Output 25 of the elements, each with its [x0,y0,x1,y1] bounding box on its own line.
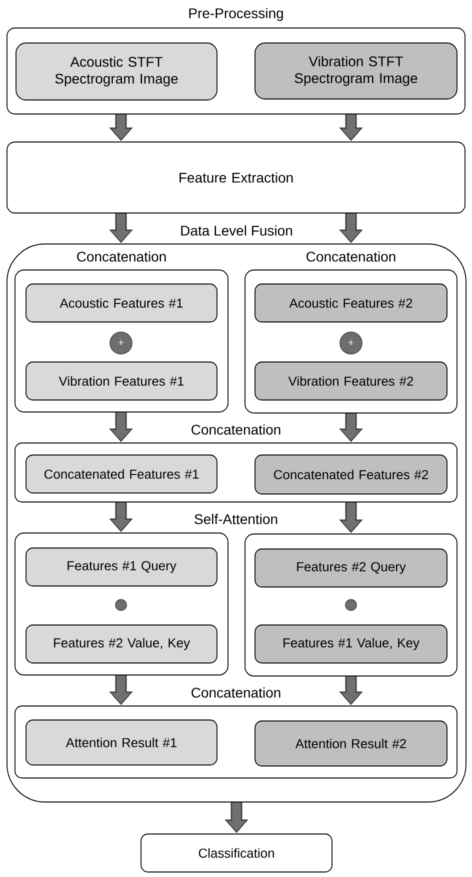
section-heading: Concatenation [192,424,280,435]
process-box: Attention Result #2 [254,720,448,766]
section-heading: Self-Attention [194,514,278,524]
process-box: Features #1 Value, Key [254,624,448,664]
section-heading: Concatenation [192,687,280,698]
section-heading: Data Level Fusion [181,225,292,236]
process-box: Features #2 Value, Key [26,624,218,664]
process-box: Vibration Features #2 [254,362,448,400]
process-box: Concatenated Features #2 [254,454,448,494]
process-box: Vibration STFT Spectrogram Image [254,42,458,100]
section-heading: Concatenation [306,251,396,262]
section-heading: Concatenation [77,251,166,262]
process-box: Concatenated Features #1 [26,454,218,494]
process-box: Acoustic STFT Spectrogram Image [16,42,218,100]
dot-operator [345,599,357,611]
process-box: Features #1 Query [26,548,218,586]
section-heading: Pre-Processing [189,8,283,22]
process-box: Features #2 Query [254,548,448,588]
process-box: Vibration Features #1 [26,362,218,400]
process-box: Acoustic Features #2 [254,284,448,322]
process-box: Feature Extraction [6,142,466,214]
dot-operator [115,599,127,611]
process-box: Acoustic Features #1 [26,284,218,322]
process-box: Attention Result #1 [26,720,218,766]
process-box: Classification [140,834,332,872]
